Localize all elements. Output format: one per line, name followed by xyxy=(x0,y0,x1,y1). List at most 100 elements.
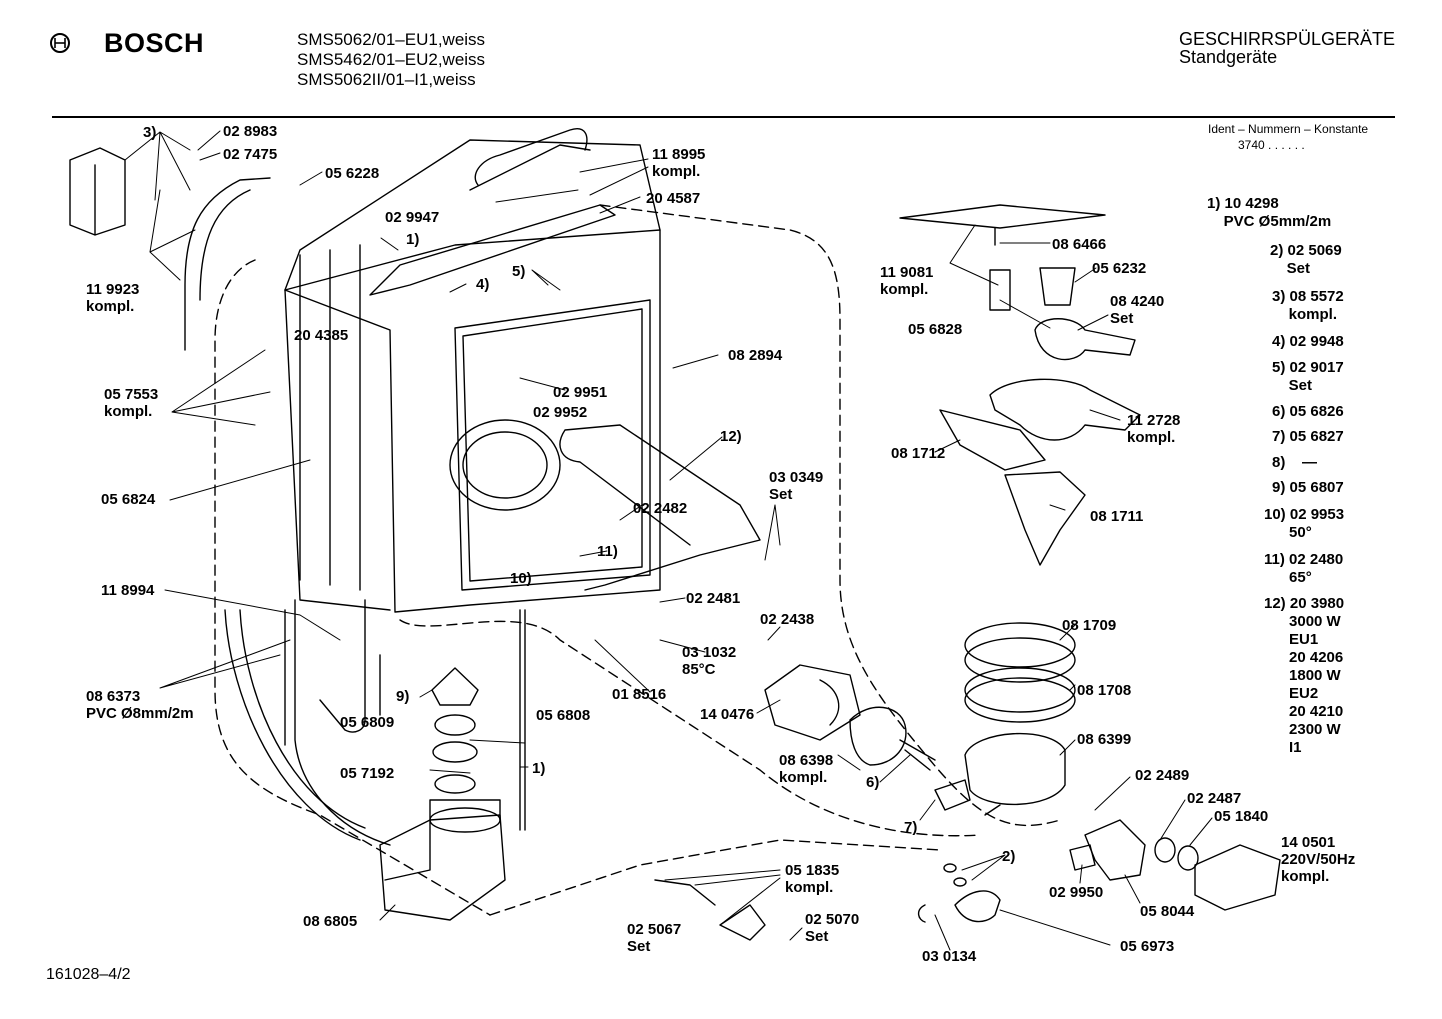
legend-item-2: 2) 02 5069 Set xyxy=(1270,242,1342,277)
category-subtitle: Standgeräte xyxy=(1179,47,1278,67)
legend-item-9: 9) 05 6807 xyxy=(1272,479,1344,496)
drain-pump-14-0501 xyxy=(1194,844,1281,911)
elbow-05-6973 xyxy=(954,890,1001,923)
tub-back-detail xyxy=(299,244,361,591)
header-rule xyxy=(52,116,1395,118)
callout-08-1709: 08 1709 xyxy=(1062,617,1117,634)
callout-05-6809: 05 6809 xyxy=(340,714,395,731)
callout-05-6232: 05 6232 xyxy=(1092,260,1147,277)
callout-11-8995: 11 8995 kompl. xyxy=(652,146,706,180)
callout-05-6824: 05 6824 xyxy=(101,491,156,508)
callout-02-9950: 02 9950 xyxy=(1049,884,1104,901)
body-outline-dashed-right xyxy=(599,204,1061,827)
pump-volute xyxy=(849,706,907,766)
callout-02-5070: 02 5070 Set xyxy=(805,911,860,945)
model-line-1: SMS5062/01–EU1,weiss xyxy=(297,30,486,49)
callout-08-6805: 08 6805 xyxy=(303,913,358,930)
callout-02-2489: 02 2489 xyxy=(1135,767,1190,784)
callout-05-6228: 05 6228 xyxy=(325,165,380,182)
callout-4: 4) xyxy=(476,276,490,293)
callout-02-7475: 02 7475 xyxy=(223,146,278,163)
callout-08-6399: 08 6399 xyxy=(1077,731,1132,748)
top-spray-tube xyxy=(469,128,591,191)
callout-02-8983: 02 8983 xyxy=(223,123,278,140)
cover-02-9950 xyxy=(1069,844,1096,871)
legend-item-4: 4) 02 9948 xyxy=(1272,333,1344,350)
tub-side-panel xyxy=(284,139,661,291)
callout-3: 3) xyxy=(143,124,157,141)
callout-02-5067: 02 5067 Set xyxy=(627,921,682,955)
callout-03-1032: 03 1032 85°C xyxy=(682,644,737,678)
callout-20-4385: 20 4385 xyxy=(294,327,349,344)
callout-01-8516: 01 8516 xyxy=(612,686,667,703)
drain-hose-left xyxy=(224,609,366,841)
brand-name: BOSCH xyxy=(104,28,205,58)
legend-item-5: 5) 02 9017 Set xyxy=(1272,359,1344,394)
clip-03-0134 xyxy=(917,904,926,923)
callout-11-9923: 11 9923 kompl. xyxy=(86,281,140,315)
ident-label: Ident – Nummern – Konstante xyxy=(1208,122,1369,136)
housing-05-8044 xyxy=(1084,819,1146,881)
circulation-pump xyxy=(764,664,861,741)
legend-item-10: 10) 02 9953 50° xyxy=(1264,506,1345,541)
callout-1-mid: 1) xyxy=(532,760,546,777)
callout-03-0134: 03 0134 xyxy=(922,948,977,965)
level-tube xyxy=(319,599,381,733)
callout-12: 12) xyxy=(720,428,742,445)
callout-05-1840: 05 1840 xyxy=(1214,808,1269,825)
sump-housing xyxy=(379,814,506,921)
body-outline-dashed xyxy=(214,259,491,916)
fine-filter-11-2728 xyxy=(989,378,1141,441)
tub-side-wall xyxy=(284,289,391,611)
legend-item-11: 11) 02 2480 65° xyxy=(1264,551,1344,586)
callout-05-6973: 05 6973 xyxy=(1120,938,1175,955)
callout-9: 9) xyxy=(396,688,410,705)
base-outline-dashed xyxy=(489,839,941,916)
callout-7: 7) xyxy=(904,819,918,836)
heater-element xyxy=(559,424,761,591)
callout-02-2482: 02 2482 xyxy=(633,500,688,517)
legend-item-12: 12) 20 3980 3000 W EU1 20 4206 1800 W EU… xyxy=(1264,595,1345,756)
callout-02-9951: 02 9951 xyxy=(553,384,608,401)
callout-10: 10) xyxy=(510,570,532,587)
category-title: GESCHIRRSPÜLGERÄTE xyxy=(1179,29,1396,49)
callout-02-9952: 02 9952 xyxy=(533,404,588,421)
right-tube xyxy=(519,609,526,831)
callout-08-6398: 08 6398 kompl. xyxy=(779,752,834,786)
callout-08-1712: 08 1712 xyxy=(891,445,946,462)
filter-08-1712 xyxy=(939,409,1046,471)
callout-05-7553: 05 7553 kompl. xyxy=(104,386,159,420)
legend-item-1: 1) 10 4298 PVC Ø5mm/2m xyxy=(1207,195,1332,230)
sieve-05-6232 xyxy=(1039,267,1076,306)
legend-item-8: 8) — xyxy=(1272,454,1318,471)
aquastop-box xyxy=(69,147,126,236)
callout-08-4240: 08 4240 Set xyxy=(1110,293,1165,327)
lock-08-4240 xyxy=(1034,318,1136,361)
callout-02-2487: 02 2487 xyxy=(1187,790,1242,807)
callout-02-9947: 02 9947 xyxy=(385,209,440,226)
callout-05-7192: 05 7192 xyxy=(340,765,395,782)
callout-08-6466: 08 6466 xyxy=(1052,236,1107,253)
callout-6: 6) xyxy=(866,774,880,791)
bosch-logo xyxy=(48,31,76,60)
callout-03-0349: 03 0349 Set xyxy=(769,469,824,503)
tub-door-gasket-inner xyxy=(462,308,643,582)
nozzle-05-6828 xyxy=(989,269,1011,311)
legend-item-6: 6) 05 6826 xyxy=(1272,403,1344,420)
spray-arm xyxy=(899,204,1106,229)
callout-08-2894: 08 2894 xyxy=(728,347,783,364)
bosch-armature-icon xyxy=(50,33,70,53)
ident-value: 3740 . . . . . . xyxy=(1238,138,1305,152)
ring-08-1709 xyxy=(964,622,1076,668)
callout-2: 2) xyxy=(1002,848,1016,865)
callout-20-4587: 20 4587 xyxy=(646,190,701,207)
tub-front-frame xyxy=(284,229,661,613)
callout-11: 11) xyxy=(597,543,618,560)
drain-hose-mid xyxy=(284,599,391,846)
model-line-2: SMS5462/01–EU2,weiss xyxy=(297,50,486,69)
inlet-hose xyxy=(184,177,271,351)
document-id: 161028–4/2 xyxy=(46,966,131,983)
callout-11-2728: 11 2728 kompl. xyxy=(1127,412,1181,446)
legend-item-7: 7) 05 6827 xyxy=(1272,428,1344,445)
callout-11-9081: 11 9081 kompl. xyxy=(880,264,934,298)
